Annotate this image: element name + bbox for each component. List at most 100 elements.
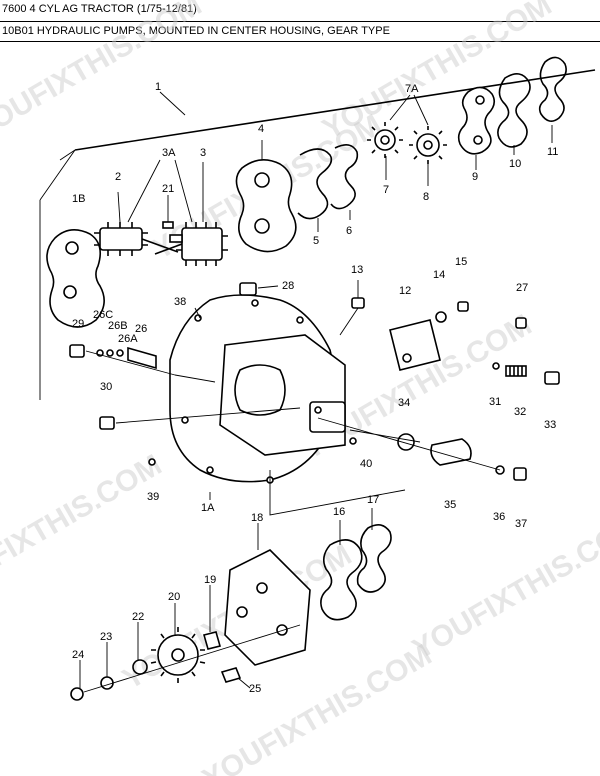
callout-label: 7A [405,83,419,95]
callout-label: 33 [544,419,556,431]
center-housing-38 [169,294,346,484]
seal-6 [330,144,359,210]
leaders [389,94,429,126]
spring-32 [505,365,527,377]
small-gear-7 [367,122,403,180]
watermark: YOUFIXTHIS.COM [0,0,207,146]
callout-label: 40 [360,458,372,470]
watermark: YOUFIXTHIS.COM [317,0,557,146]
driven-gear-3 [154,222,228,266]
seal-22 [132,659,148,675]
callout-label: 25 [249,683,261,695]
assembly-bracket-end [39,149,76,201]
diagram-title: 7600 4 CYL AG TRACTOR (1/75-12/81) [0,0,600,22]
assembly-bracket-line [74,69,596,151]
gasket-9-hole [475,95,485,105]
centerline [83,624,301,693]
callout-label: 14 [433,269,445,281]
callout-label: 10 [509,158,521,170]
cover-12 [389,319,441,371]
centerline [85,350,216,383]
callout-label: 8 [423,191,429,203]
callout-label: 18 [251,512,263,524]
leaders [194,285,279,500]
pump-plate-1b [46,229,105,328]
callout-label: 26C [93,309,113,321]
bearing-19 [203,631,221,650]
callout-label: 13 [351,264,363,276]
lower-bracket [269,470,406,516]
drive-gear-2 [94,222,179,256]
key-21b [169,234,183,243]
callout-label: 29 [72,318,84,330]
seal-11 [538,56,567,122]
seal-10 [497,73,531,148]
plug-28 [239,282,257,296]
callout-label: 36 [493,511,505,523]
seal-17 [356,524,392,593]
valve-26 [127,346,157,370]
callout-label: 30 [100,381,112,393]
callout-label: 1A [201,502,215,514]
callout-label: 17 [367,494,379,506]
plug-29 [69,344,85,358]
callout-label: 11 [547,146,558,158]
callout-label: 38 [174,296,186,308]
callout-label: 34 [398,397,410,409]
callout-label: 12 [399,285,411,297]
callout-label: 21 [162,183,174,195]
fitting-13 [351,297,365,309]
callout-label: 39 [147,491,159,503]
assembly-bracket-end [59,149,76,161]
callout-label: 32 [514,406,526,418]
bolt-27 [515,317,527,329]
callout-label: 5 [313,235,319,247]
watermark: YOUFIXTHIS.COM [197,638,437,776]
callout-label: 24 [72,649,84,661]
callout-label: 26B [108,320,128,332]
callout-label: 2 [115,171,121,183]
callout-label: 1 [155,81,161,93]
callout-label: 35 [444,499,456,511]
callout-label: 3 [200,147,206,159]
bolt-15 [457,301,469,312]
leaders [317,210,351,232]
ring-40 [349,437,357,445]
watermark: YOUFIXTHIS.COM [0,448,167,606]
callout-label: 22 [132,611,144,623]
callout-labels: 1 1A 1B 2 3 3A 4 5 6 7 7A 8 9 10 11 12 1… [72,81,558,695]
gasket-9-hole [473,135,483,145]
nut-24 [70,687,84,701]
bolt-25 [220,667,242,683]
callout-label: 27 [516,282,528,294]
callout-label: 19 [204,574,216,586]
gasket-9 [457,86,496,155]
cover-12-hole [402,353,412,363]
callout-label: 20 [168,591,180,603]
callout-label: 37 [515,518,527,530]
leaders [339,280,359,336]
leaders [79,585,211,688]
seal-5 [297,148,333,220]
leader [159,91,186,116]
callout-label: 9 [472,171,478,183]
key-21 [162,221,174,229]
diagram-section: 10B01 HYDRAULIC PUMPS, MOUNTED IN CENTER… [0,22,600,42]
bolt-37 [513,467,527,481]
spring-32-coils [509,366,523,376]
gasket-16 [320,539,363,621]
callout-label: 1B [72,193,85,205]
callout-label: 3A [162,147,176,159]
centerline [115,407,301,424]
oring-34 [397,433,415,451]
callout-label: 26A [118,333,138,345]
callout-label: 26 [135,323,147,335]
watermark: YOUFIXTHIS.COM [407,508,600,666]
drive-gear-20 [150,627,206,683]
pump-body-18 [224,549,311,666]
small-gear-8 [409,126,447,186]
washer-23 [100,676,114,690]
pump-body-4 [235,140,297,253]
callout-label: 31 [489,396,501,408]
